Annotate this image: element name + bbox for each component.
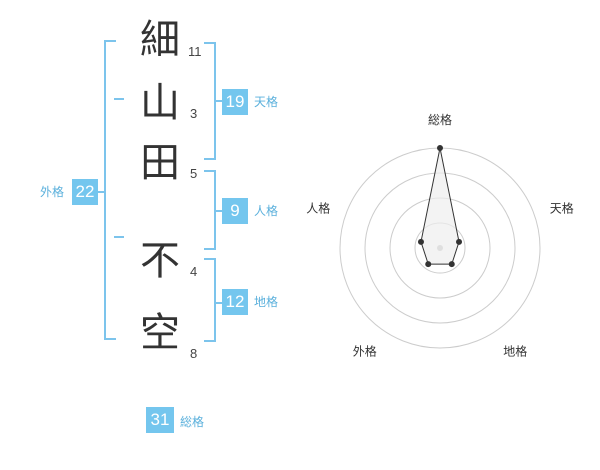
stroke-count-3: 5 <box>190 166 198 181</box>
gaikaku-bracket-bottom-tick <box>114 236 124 238</box>
chikaku-value-badge: 12 <box>222 289 248 315</box>
jinkaku-value-badge: 9 <box>222 198 248 224</box>
gaikaku-label: 外格 <box>40 185 65 199</box>
name-char-2: 山 <box>140 80 180 126</box>
soukaku-value-badge: 31 <box>146 407 174 433</box>
gaikaku-bracket-mid-tick <box>98 191 106 193</box>
name-char-3: 田 <box>140 140 180 186</box>
chikaku-label: 地格 <box>254 295 279 309</box>
radar-axis-label-5: 人格 <box>306 200 330 215</box>
name-char-4: 不 <box>140 238 180 284</box>
radar-axis-label-1: 総格 <box>428 112 452 127</box>
radar-point-3 <box>448 261 455 268</box>
stroke-count-1: 11 <box>188 44 202 59</box>
stroke-count-5: 8 <box>190 346 198 361</box>
stroke-count-4: 4 <box>190 264 198 279</box>
name-char-1: 細 <box>140 17 180 63</box>
radar-axis-label-2: 天格 <box>550 200 574 215</box>
radar-axis-label-4: 外格 <box>353 344 377 359</box>
jinkaku-bracket-tick <box>214 210 222 212</box>
jinkaku-label: 人格 <box>254 204 279 218</box>
tenkaku-label: 天格 <box>254 95 279 109</box>
tenkaku-bracket-tick <box>214 100 222 102</box>
radar-point-5 <box>417 238 424 245</box>
gaikaku-bracket-top-tick <box>114 98 124 100</box>
chikaku-bracket-tick <box>214 302 222 304</box>
name-char-5: 空 <box>140 310 180 356</box>
soukaku-label: 総格 <box>180 415 205 429</box>
chikaku-bracket <box>204 258 216 342</box>
radar-axis-label-3: 地格 <box>503 344 527 359</box>
gaikaku-value-badge: 22 <box>72 179 98 205</box>
tenkaku-value-badge: 19 <box>222 89 248 115</box>
radar-point-4 <box>425 261 432 268</box>
radar-area <box>420 147 460 265</box>
stroke-count-2: 3 <box>190 106 198 121</box>
gaikaku-bracket <box>104 40 116 340</box>
radar-point-2 <box>456 238 463 245</box>
radar-point-1 <box>437 145 443 151</box>
